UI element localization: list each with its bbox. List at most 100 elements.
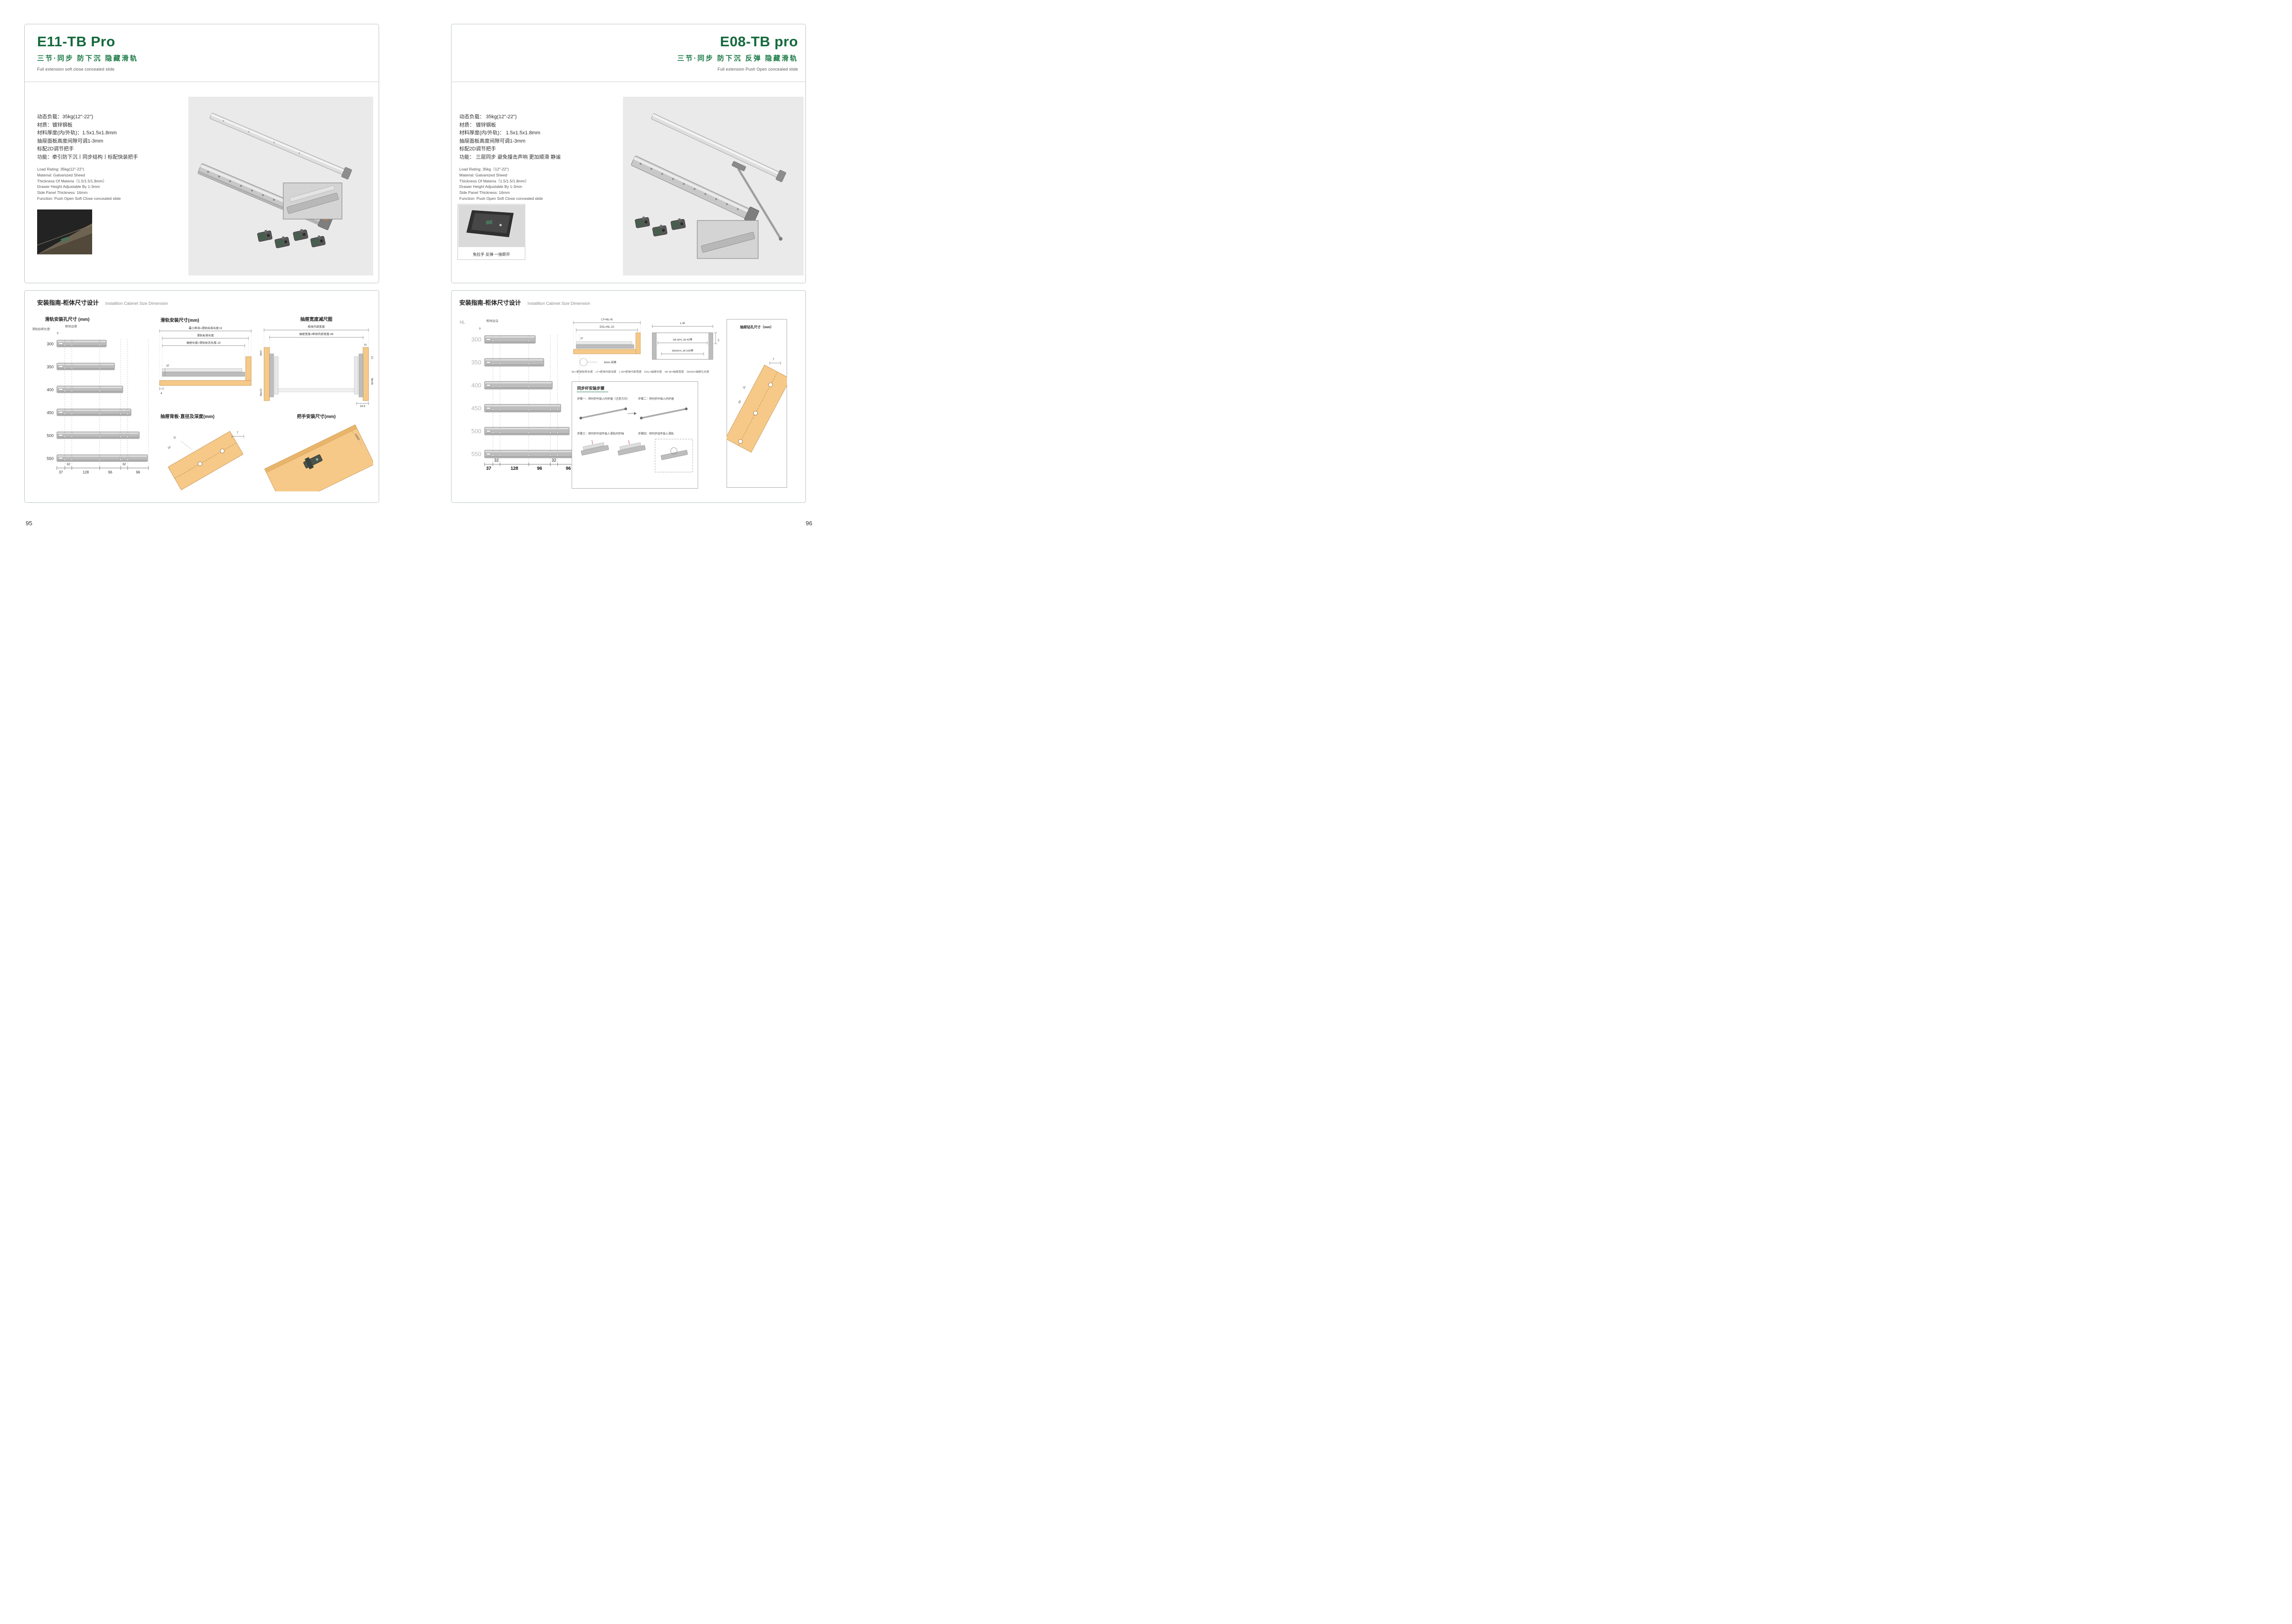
spec-line: 材料厚度(内/外轨)： 1.5x1.5x1.8mm [459, 130, 540, 136]
rail-row-300: 300 [47, 340, 107, 347]
rail-dim: 96 [537, 466, 542, 471]
rail-dim: 32 [66, 463, 70, 466]
catalog-spread: E11-TB Pro 三节·同步 防下沉 隐藏滑轨 Full extension… [0, 0, 830, 541]
rail-dim: 37 [486, 466, 492, 471]
rail-size-label: 500 [47, 433, 54, 438]
formula-legend: NL=柜体标称长度 LT=柜体内部深度 L.W=柜体内部宽度 DXL=抽屉长度 … [572, 371, 710, 374]
sync-rod-steps-box: 同步杆安装步骤步骤一：将同步杆装入同步器（注意方向）步骤二：将同步杆插入同步器步… [572, 381, 698, 489]
rail-size-label: 350 [47, 364, 54, 369]
quick-release-clip [275, 236, 290, 248]
specs-cn: 动态负载：35kg(12"-22") 材质：镀锌钢板 材料厚度(内/外轨)：1.… [37, 113, 138, 161]
offset-label: 9 [479, 327, 481, 330]
dim-label: 4mm 间隙 [604, 361, 616, 364]
product-title: E11-TB Pro [37, 33, 116, 50]
rail-row-350: 350 [47, 363, 115, 370]
rail-size-label: 550 [471, 451, 481, 457]
rail-row-450: 450 [471, 404, 561, 413]
offset-label: 9 [57, 332, 59, 335]
dim-label: Max12 [260, 389, 263, 396]
rail-row-550: 550 [471, 450, 578, 458]
dim-label: 12 [370, 356, 373, 359]
left-install-panel: 安装指南-柜体尺寸设计 Installtion Cabinet Size Dim… [24, 290, 379, 503]
dim-label: 抽屉长度=滑轨标志长度-10 [187, 341, 221, 345]
product-subtitle-cn: 三节·同步 防下沉 隐藏滑轨 [37, 55, 138, 62]
dim-label: SKHH=L.W-156等 [672, 349, 693, 352]
quick-release-clip [635, 216, 650, 228]
cabinet-edge-label: 柜体边沿 [486, 319, 498, 323]
page-number-right: 96 [805, 520, 812, 527]
spec-line: 功能： 三层同步 避免撞击声响 更加顺滑 静谧 [459, 154, 561, 160]
quick-release-clip [293, 229, 309, 241]
sync-step: 步骤二：将同步杆插入同步器 [638, 397, 674, 401]
spec-line: Drawer Height Adjustable By 1-3mm [459, 184, 523, 189]
rail-axis-label: 滑轨标称长度 [32, 328, 50, 331]
spec-line: 标配2D调节把手 [459, 146, 496, 152]
spec-line: Thickness Of Materia（1.5/1.5/1.8mm） [459, 178, 529, 183]
dim-label: SK.W=L.W-42等 [673, 338, 693, 341]
product-subtitle-en: Full extension soft close concealed slid… [37, 67, 115, 72]
width-diagram: 柜体内部宽度抽屉宽度=柜体内部宽度-49Min7Max1212Min361624… [260, 325, 373, 408]
spec-line: Side Panel Thickness: 16mm [459, 190, 510, 195]
inner-rail [651, 113, 786, 182]
sync-step-art [617, 440, 646, 456]
nl-label: NL [460, 320, 465, 325]
right-product-panel: E08-TB pro 三节·同步 防下沉 反弹 隐藏滑轨 Full extens… [451, 24, 806, 283]
page-number-left: 95 [26, 520, 33, 527]
product-title-block: E11-TB Pro 三节·同步 防下沉 隐藏滑轨 Full extension… [37, 33, 138, 72]
rail-size-label: 450 [47, 410, 54, 415]
dim-label: 4 [160, 392, 162, 395]
sync-step: 步骤一：将同步杆装入同步器（注意方向） [577, 397, 629, 401]
rail-dim: 96 [108, 470, 112, 474]
diagram-title-rail-holes: 滑轨安装孔尺寸 (mm) [45, 317, 90, 322]
spec-line: Material: Galvanized Sheed [37, 172, 85, 177]
rail-dim: 96 [136, 470, 140, 474]
specs-en: Load Rating: 35kg(12"-22") Material: Gal… [37, 166, 121, 202]
left-product-panel: E11-TB Pro 三节·同步 防下沉 隐藏滑轨 Full extension… [24, 24, 379, 283]
spec-line: 抽屉面板高度间隙可调1-3mm [37, 138, 104, 144]
dim-label: 最小柜深=滑轨标准长度+8 [189, 326, 222, 330]
dim-label: Min7 [260, 350, 263, 356]
dim-label: 37 [166, 365, 170, 368]
install-title-cn: 安装指南-柜体尺寸设计 [37, 299, 99, 306]
dim-label: 11 [743, 385, 747, 390]
install-title-en: Installtion Cabinet Size Dimension [105, 301, 168, 306]
rail-dim: 128 [511, 466, 518, 471]
push-open-inset: 免拉手 反弹 一按即开 [457, 204, 525, 260]
dim-label: 柜体内部宽度 [308, 325, 325, 329]
dim-label: 25 [717, 339, 719, 341]
spec-line: Load Rating: 35kg(12"-22") [37, 167, 84, 171]
install-header: 安装指南-柜体尺寸设计 Installtion Cabinet Size Dim… [459, 298, 590, 307]
dim-label: 24.5 [360, 405, 365, 408]
push-open-photo [458, 205, 525, 247]
spec-line: 材料厚度(内/外轨)：1.5x1.5x1.8mm [37, 130, 117, 136]
rail-dim: 32 [494, 458, 499, 462]
quick-release-clip [310, 235, 326, 248]
product-photo [188, 97, 373, 275]
spec-line: 材质：镀锌钢板 [37, 122, 72, 128]
rail-size-label: 500 [471, 428, 481, 435]
rail-size-label: 550 [47, 456, 54, 461]
spec-line: Load Rating: 35kg（12"-22") [459, 167, 509, 171]
rail-size-label: 400 [471, 382, 481, 389]
rail-dim: 128 [83, 470, 89, 474]
rail-size-label: 450 [471, 405, 481, 412]
quick-release-clip [257, 230, 273, 242]
sync-steps-title: 同步杆安装步骤 [577, 386, 605, 391]
dim-label: 16 [364, 344, 367, 347]
spec-line: Function: Push Open Soft Close concealed… [37, 196, 121, 201]
product-subtitle-cn: 三节·同步 防下沉 反弹 隐藏滑轨 [677, 55, 798, 62]
inset-caption: 免拉手 反弹 一按即开 [473, 252, 510, 257]
spec-line: 动态负载： 35kg(12"-22") [459, 114, 517, 120]
sync-step: 步骤四：将同步组件装入滑轨 [638, 432, 674, 435]
rail-size-label: 350 [471, 359, 481, 366]
sync-step: 步骤三：将同步杆组件装入滑轨同步轴 [577, 432, 624, 435]
dim-label: 7 [772, 358, 774, 361]
dim-label: 10 [167, 446, 171, 450]
cabinet-edge-label: 柜体边缘 [65, 325, 77, 328]
rail-row-300: 300 [471, 335, 536, 344]
rail-row-400: 400 [471, 381, 553, 390]
